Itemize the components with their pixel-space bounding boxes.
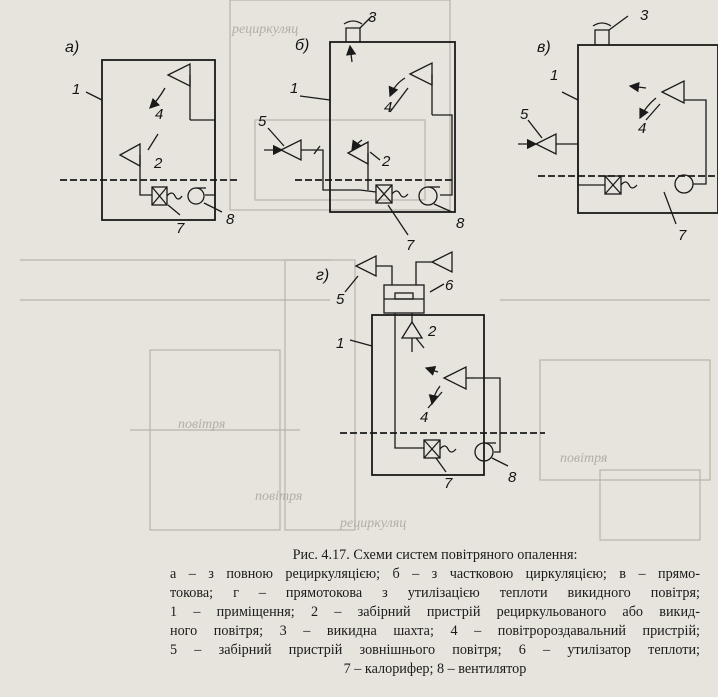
- callout-v-1: 1: [550, 67, 558, 84]
- air-distributor-a: [166, 62, 191, 88]
- caption-line: а – з повною рециркуляцією; б – з частко…: [170, 566, 700, 582]
- room-a: [101, 59, 216, 221]
- callout-g-7: 7: [444, 475, 453, 492]
- fan-v: [674, 174, 694, 194]
- scheme-g-label: г): [316, 267, 329, 284]
- callout-b-8: 8: [456, 215, 465, 232]
- exhaust-shaft-b: [345, 27, 361, 42]
- callout-g-5: 5: [336, 291, 345, 308]
- exhaust-outlet-g: [430, 250, 453, 274]
- callout-b-2: 2: [381, 153, 391, 170]
- svg-text:повітря: повітря: [560, 451, 607, 466]
- svg-text:рециркуляц: рециркуляц: [339, 516, 406, 531]
- caption-line: ного повітря; 3 – викидна шахта; 4 – пов…: [170, 623, 700, 639]
- callout-b-5: 5: [258, 113, 267, 130]
- outdoor-intake-b: [279, 138, 302, 162]
- caption-line: токова; г – прямотокова з утилізацією те…: [170, 585, 700, 601]
- caption-title: Рис. 4.17. Схеми систем повітряного опал…: [292, 547, 578, 563]
- air-distributor-g: [442, 365, 467, 391]
- scheme-v-label: в): [537, 39, 551, 56]
- outdoor-intake-v: [534, 132, 557, 156]
- callout-g-8: 8: [508, 469, 517, 486]
- scheme-b: б): [258, 9, 465, 254]
- callout-b-1: 1: [290, 80, 298, 97]
- caption-line: 5 – забірний пристрій зовнішнього повітр…: [170, 642, 700, 658]
- recirculation-intake-b: [346, 140, 369, 166]
- figure-caption: Рис. 4.17. Схеми систем повітряного опал…: [170, 546, 700, 679]
- heating-schemes-diagram: рециркуляц повітря повітря повітря рецир…: [20, 0, 718, 541]
- scheme-g: г): [316, 250, 545, 492]
- callout-a-1: 1: [72, 81, 80, 98]
- fan-b: [418, 186, 438, 206]
- callout-g-2: 2: [427, 323, 437, 340]
- callout-a-4: 4: [155, 106, 163, 123]
- callout-v-4: 4: [638, 120, 646, 137]
- caption-last-line: 7 – калорифер; 8 – вентилятор: [343, 661, 527, 677]
- room-v: [577, 44, 718, 214]
- callout-v-3: 3: [640, 7, 649, 24]
- air-distributor-v: [660, 79, 685, 105]
- callout-v-7: 7: [678, 227, 687, 244]
- exhaust-shaft-v: [594, 29, 610, 45]
- outdoor-intake-g: [354, 254, 377, 278]
- caption-line: 1 – приміщення; 2 – забірний пристрій ре…: [170, 604, 700, 620]
- recirculation-intake-g: [400, 320, 424, 339]
- air-distributor-b: [408, 61, 433, 87]
- recirculation-intake-a: [118, 142, 141, 168]
- callout-g-6: 6: [445, 277, 454, 294]
- scheme-a: а) 1 4 2: [60, 39, 240, 237]
- callout-a-7: 7: [176, 220, 185, 237]
- svg-text:повітря: повітря: [255, 489, 302, 504]
- background-ghost-drawing: рециркуляц повітря повітря повітря рецир…: [20, 0, 711, 541]
- scheme-v: в) 3 1: [518, 7, 718, 244]
- callout-v-5: 5: [520, 106, 529, 123]
- callout-g-1: 1: [336, 335, 344, 352]
- callout-g-4: 4: [420, 409, 428, 426]
- scheme-a-label: а): [65, 39, 79, 56]
- svg-text:повітря: повітря: [178, 417, 225, 432]
- callout-b-4: 4: [384, 99, 392, 116]
- callout-a-2: 2: [153, 155, 163, 172]
- callout-a-8: 8: [226, 211, 235, 228]
- scheme-b-label: б): [295, 37, 309, 54]
- callout-b-7: 7: [406, 237, 415, 254]
- callout-b-3: 3: [368, 9, 377, 26]
- svg-text:рециркуляц: рециркуляц: [231, 22, 298, 37]
- room-g: [371, 314, 485, 476]
- fan-a: [187, 187, 205, 205]
